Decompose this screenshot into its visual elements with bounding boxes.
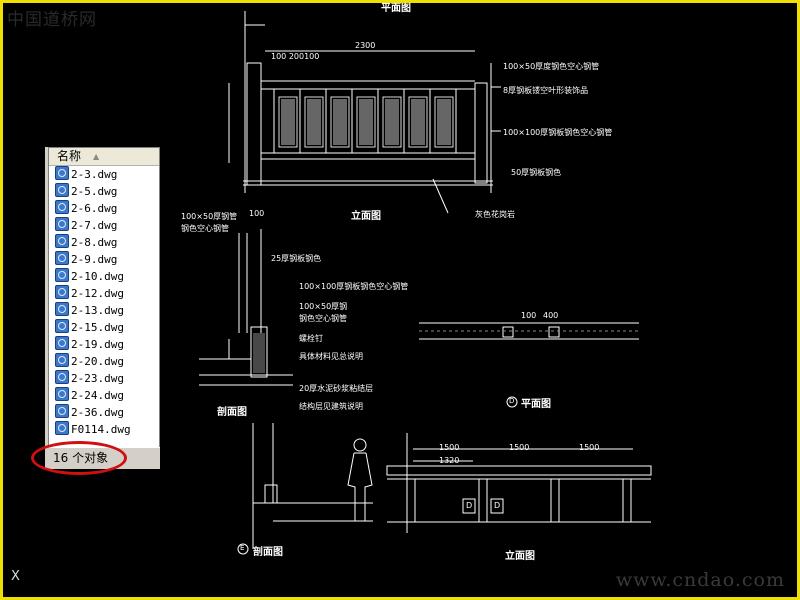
file-name: 2-20.dwg	[71, 355, 124, 368]
dim-1500a: 1500	[439, 443, 460, 452]
file-item[interactable]: 2-20.dwg	[49, 353, 159, 370]
file-item[interactable]: 2-3.dwg	[49, 166, 159, 183]
drawing-title-elevation-2: 立面图	[505, 551, 535, 562]
annotation-a2: 8厚钢板镂空叶形装饰品	[503, 86, 589, 95]
file-name: 2-8.dwg	[71, 236, 118, 249]
file-name: 2-19.dwg	[71, 338, 124, 351]
dwg-file-icon	[55, 370, 69, 384]
file-list: 2-3.dwg 2-5.dwg 2-6.dwg 2-7.dwg 2-8.dwg …	[49, 166, 159, 438]
file-item[interactable]: 2-5.dwg	[49, 183, 159, 200]
dim-400: 400	[543, 311, 559, 320]
dwg-file-icon	[55, 217, 69, 231]
file-item[interactable]: 2-23.dwg	[49, 370, 159, 387]
file-item[interactable]: 2-13.dwg	[49, 302, 159, 319]
file-item[interactable]: 2-10.dwg	[49, 268, 159, 285]
dwg-file-icon	[55, 319, 69, 333]
file-name: 2-36.dwg	[71, 406, 124, 419]
file-item[interactable]: 2-36.dwg	[49, 404, 159, 421]
file-item[interactable]: 2-19.dwg	[49, 336, 159, 353]
dwg-file-icon	[55, 404, 69, 418]
dwg-file-icon	[55, 302, 69, 316]
annotation-b10: 结构层见建筑说明	[299, 402, 363, 411]
file-name: 2-6.dwg	[71, 202, 118, 215]
file-item[interactable]: 2-8.dwg	[49, 234, 159, 251]
dim-1500b: 1500	[509, 443, 530, 452]
file-name: 2-13.dwg	[71, 304, 124, 317]
dwg-file-icon	[55, 234, 69, 248]
dwg-file-icon	[55, 353, 69, 367]
annotation-a4: 50厚钢板钢色	[511, 168, 562, 177]
annotation-b5: 100×50厚钢	[299, 302, 348, 311]
dwg-file-icon	[55, 387, 69, 401]
post-label-d2: D	[494, 501, 501, 510]
dim-width: 2300	[355, 41, 376, 50]
annotation-b6: 钢色空心钢管	[299, 314, 347, 323]
cad-drawing-canvas	[199, 11, 652, 555]
marker-d: D	[509, 397, 515, 405]
dwg-file-icon	[55, 421, 69, 435]
file-name: 2-12.dwg	[71, 287, 124, 300]
column-header-name[interactable]: 名称 ▲	[49, 148, 159, 166]
dim-1500c: 1500	[579, 443, 600, 452]
dim-100: 100	[249, 209, 265, 218]
annotation-b2: 钢色空心钢管	[181, 224, 229, 233]
file-name: 2-24.dwg	[71, 389, 124, 402]
dim-1320: 1320	[439, 456, 460, 465]
annotation-b7: 螺栓钉	[299, 334, 323, 343]
drawing-title-plan-d: 平面图	[521, 399, 551, 410]
column-header-label: 名称	[57, 149, 82, 163]
ucs-axis-icon: X	[11, 569, 20, 584]
dwg-file-icon	[55, 268, 69, 282]
file-name: F0114.dwg	[71, 423, 131, 436]
file-item[interactable]: 2-9.dwg	[49, 251, 159, 268]
annotation-a5: 灰色花岗岩	[475, 210, 515, 219]
drawing-title-elevation-1: 立面图	[351, 211, 381, 222]
file-name: 2-10.dwg	[71, 270, 124, 283]
file-item[interactable]: 2-24.dwg	[49, 387, 159, 404]
dwg-file-icon	[55, 183, 69, 197]
drawing-title-section-1: 剖面图	[217, 407, 247, 418]
post-label-d1: D	[466, 501, 473, 510]
annotation-b8: 具体材料见总说明	[299, 352, 363, 361]
marker-e: E	[240, 544, 245, 552]
file-name: 2-9.dwg	[71, 253, 118, 266]
annotation-a1: 100×50厚度钢色空心钢管	[503, 62, 600, 71]
file-item[interactable]: 2-15.dwg	[49, 319, 159, 336]
file-name: 2-5.dwg	[71, 185, 118, 198]
highlight-circle	[31, 441, 127, 475]
dwg-file-icon	[55, 251, 69, 265]
file-list-panel[interactable]: 名称 ▲ 2-3.dwg 2-5.dwg 2-6.dwg 2-7.dwg 2-8…	[48, 147, 160, 467]
file-name: 2-7.dwg	[71, 219, 118, 232]
annotation-a3: 100×100厚钢板钢色空心钢管	[503, 128, 613, 137]
dim-100-plan: 100	[521, 311, 537, 320]
dwg-file-icon	[55, 285, 69, 299]
drawing-title-top-plan: 平面图	[381, 3, 411, 14]
dwg-file-icon	[55, 200, 69, 214]
annotation-b4: 100×100厚钢板钢色空心钢管	[299, 282, 409, 291]
panel-edge	[45, 147, 48, 469]
watermark-top: 中国道桥网	[7, 10, 97, 30]
dwg-file-icon	[55, 166, 69, 180]
file-name: 2-23.dwg	[71, 372, 124, 385]
file-item[interactable]: 2-7.dwg	[49, 217, 159, 234]
annotation-b1: 100×50厚钢管	[181, 212, 238, 221]
file-name: 2-15.dwg	[71, 321, 124, 334]
file-item[interactable]: 2-6.dwg	[49, 200, 159, 217]
dwg-file-icon	[55, 336, 69, 350]
drawing-title-section-e: 剖面图	[253, 547, 283, 558]
watermark-bottom: www.cndao.com	[615, 569, 785, 591]
dim-top: 100 200100	[271, 52, 320, 61]
file-item[interactable]: F0114.dwg	[49, 421, 159, 438]
file-item[interactable]: 2-12.dwg	[49, 285, 159, 302]
annotation-b9: 20厚水泥砂浆粘结层	[299, 384, 374, 393]
annotation-b3: 25厚钢板钢色	[271, 254, 322, 263]
sort-ascending-icon: ▲	[93, 152, 100, 161]
file-name: 2-3.dwg	[71, 168, 118, 181]
